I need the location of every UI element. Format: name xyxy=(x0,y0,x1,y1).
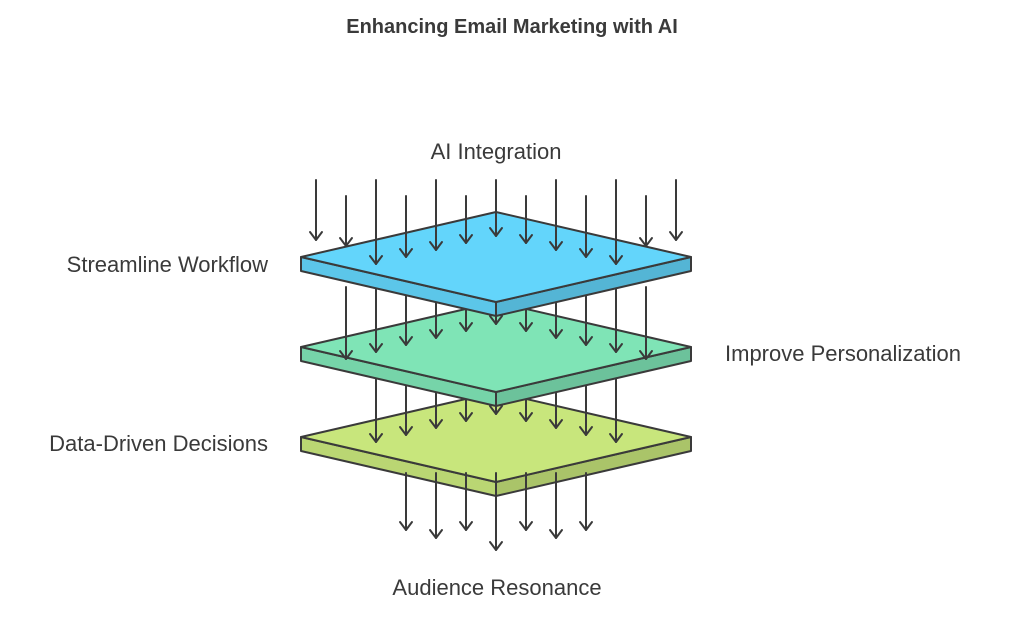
layer2-to-layer3-arrow xyxy=(369,376,383,443)
label-data-driven-decisions: Data-Driven Decisions xyxy=(49,431,268,456)
layer2-to-layer3-arrow xyxy=(609,376,623,443)
outgoing-arrow xyxy=(579,472,593,531)
incoming-arrow xyxy=(639,195,653,247)
layer1-to-layer2-arrow xyxy=(369,286,383,353)
layer1-to-layer2-arrow xyxy=(609,286,623,353)
diagram-title: Enhancing Email Marketing with AI xyxy=(346,16,678,38)
incoming-arrow xyxy=(309,179,323,241)
incoming-arrow xyxy=(429,179,443,251)
label-improve-personalization: Improve Personalization xyxy=(725,341,962,366)
layer2-to-layer3-arrow xyxy=(579,376,593,436)
layer1-to-layer2-arrow xyxy=(579,286,593,346)
outgoing-arrow xyxy=(429,472,443,539)
arrows-below-layer3 xyxy=(399,472,593,551)
layer1-to-layer2-arrow xyxy=(639,286,653,360)
layer1-to-layer2-arrow xyxy=(339,286,353,360)
outgoing-arrow xyxy=(399,472,413,531)
incoming-arrow xyxy=(669,179,683,241)
incoming-arrow xyxy=(609,179,623,265)
arrows-top-incoming xyxy=(309,179,683,265)
label-streamline-workflow: Streamline Workflow xyxy=(66,252,268,277)
label-ai-integration: AI Integration xyxy=(430,139,562,164)
layer2-top-face xyxy=(300,301,692,393)
incoming-arrow xyxy=(339,195,353,247)
outgoing-arrow xyxy=(519,472,533,531)
incoming-arrow xyxy=(489,179,503,237)
incoming-arrow xyxy=(399,195,413,258)
incoming-arrow xyxy=(459,195,473,244)
outgoing-arrow xyxy=(549,472,563,539)
label-audience-resonance: Audience Resonance xyxy=(392,575,602,600)
layer1-to-layer2-arrow xyxy=(399,286,413,346)
layer-streamline-workflow xyxy=(300,211,692,317)
outgoing-arrow xyxy=(459,472,473,531)
outgoing-arrow xyxy=(489,472,503,551)
incoming-arrow xyxy=(369,179,383,265)
incoming-arrow xyxy=(519,195,533,244)
incoming-arrow xyxy=(549,179,563,251)
layer-improve-personalization xyxy=(300,301,692,407)
incoming-arrow xyxy=(579,195,593,258)
layer1-top-face xyxy=(300,211,692,303)
layer2-to-layer3-arrow xyxy=(399,376,413,436)
